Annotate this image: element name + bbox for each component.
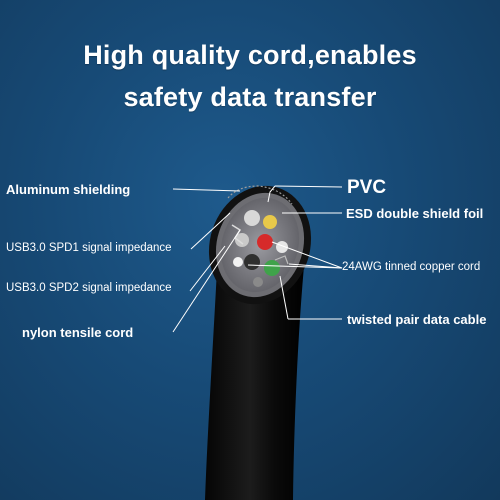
label-esd-shield-foil: ESD double shield foil [346, 206, 484, 221]
label-spd2-impedance: USB3.0 SPD2 signal impedance [6, 282, 172, 294]
label-24awg-copper-cord: 24AWG tinned copper cord [342, 261, 481, 273]
label-twisted-pair-cable: twisted pair data cable [347, 312, 487, 327]
label-spd1-impedance: USB3.0 SPD1 signal impedance [6, 242, 172, 254]
headline-line-1: High quality cord,enables [83, 40, 417, 70]
cable-jacket [205, 250, 305, 500]
headline-line-2: safety data transfer [123, 82, 377, 112]
leader-lines [172, 185, 343, 333]
inner-conductors [231, 210, 289, 287]
label-pvc: PVC [347, 177, 387, 198]
label-aluminum-shielding: Aluminum shielding [6, 182, 131, 197]
label-nylon-tensile-cord: nylon tensile cord [22, 325, 134, 340]
